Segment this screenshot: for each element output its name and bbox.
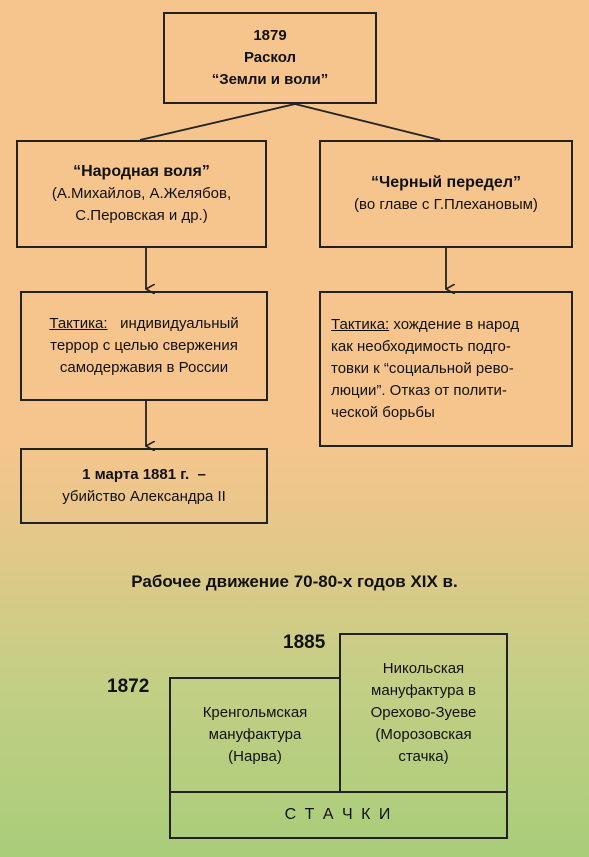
krenholm-box: Кренгольмская мануфактура (Нарва)	[169, 677, 341, 793]
event-date: 1 марта 1881 г.	[82, 466, 190, 483]
split-box: 1879 Раскол “Земли и воли”	[163, 12, 377, 104]
cherny-leader: (во главе с Г.Плехановым)	[354, 196, 538, 213]
narodnaya-volya-box: “Народная воля” (А.Михайлов, А.Желябов, …	[16, 140, 267, 248]
cherny-tactics-line2: как необходимость подго-	[331, 338, 511, 355]
labor-heading: Рабочее движение 70-80-х годов XIX в.	[131, 572, 458, 591]
narodnaya-tactics-label: Тактика:	[49, 315, 108, 332]
cherny-tactics-line4: люции”. Отказ от полити-	[331, 382, 507, 399]
narodnaya-tactics-line3: самодержавия в России	[59, 359, 229, 376]
krenholm-line3: (Нарва)	[228, 748, 282, 765]
nikolsk-box: Никольская мануфактура в Орехово-Зуеве (…	[339, 633, 508, 793]
cherny-tactics-line1: хождение в народ	[393, 316, 520, 333]
strikes-label: С Т А Ч К И	[284, 806, 393, 823]
narodnaya-title: “Народная воля”	[73, 163, 210, 180]
event-dash: –	[197, 466, 206, 483]
nikolsk-line5: стачка)	[398, 748, 449, 765]
cherny-peredel-box: “Черный передел” (во главе с Г.Плехановы…	[319, 140, 573, 248]
cherny-tactics-line1-wrap: Тактика: хождение в народ	[331, 314, 519, 336]
strikes-box: С Т А Ч К И	[169, 791, 508, 839]
narodnaya-members-line2: С.Перовская и др.)	[75, 207, 208, 224]
split-title: Раскол	[243, 49, 297, 66]
event-box: 1 марта 1881 г. – убийство Александра II	[20, 448, 268, 524]
nikolsk-line1: Никольская	[382, 660, 465, 677]
year-1872: 1872	[107, 676, 150, 697]
cherny-tactics-line3: товки к “социальной рево-	[331, 360, 514, 377]
cherny-tactics-line5: ческой борьбы	[331, 404, 435, 421]
nikolsk-line3: Орехово-Зуеве	[370, 704, 477, 721]
cherny-tactics-box: Тактика: хождение в народ как необходимо…	[319, 291, 573, 447]
krenholm-line1: Кренгольмская	[202, 704, 308, 721]
narodnaya-tactics-line1-wrap: Тактика: индивидуальный	[49, 313, 238, 335]
narodnaya-tactics-line1: индивидуальный	[120, 315, 239, 332]
narodnaya-tactics-box: Тактика: индивидуальный террор с целью с…	[20, 291, 268, 401]
split-subtitle: “Земли и воли”	[211, 71, 329, 88]
year-1885: 1885	[283, 632, 326, 653]
cherny-tactics-label: Тактика:	[331, 316, 390, 333]
split-year: 1879	[253, 27, 287, 44]
nikolsk-line4: (Морозовская	[375, 726, 472, 743]
krenholm-line2: мануфактура	[208, 726, 302, 743]
narodnaya-members-line1: (А.Михайлов, А.Желябов,	[51, 185, 232, 202]
narodnaya-tactics-line2: террор с целью свержения	[50, 337, 238, 354]
branch-line-right	[294, 103, 441, 141]
nikolsk-line2: мануфактура в	[371, 682, 476, 699]
event-text: убийство Александра II	[62, 488, 226, 505]
cherny-title: “Черный передел”	[371, 174, 521, 191]
branch-line-left	[139, 103, 296, 141]
event-line1-wrap: 1 марта 1881 г. –	[82, 464, 206, 486]
